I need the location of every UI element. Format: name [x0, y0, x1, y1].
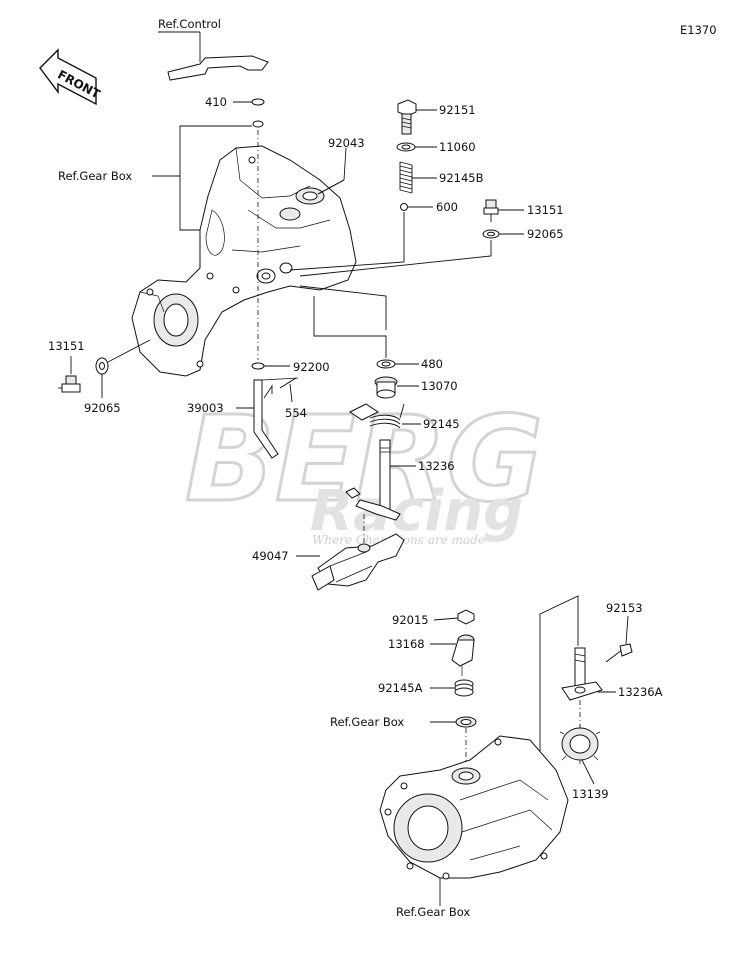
callout-13236A: 13236A	[618, 685, 663, 699]
callout-ref-gear-box-bottom: Ref.Gear Box	[396, 905, 470, 919]
ref-control-part	[158, 31, 269, 81]
gear-box-lower-housing	[379, 735, 569, 880]
front-arrow-icon: FRONT	[39, 48, 103, 106]
callout-92043: 92043	[328, 136, 365, 150]
callout-ref-control: Ref.Control	[158, 17, 221, 31]
callout-ref-gear-box-mid: Ref.Gear Box	[330, 715, 404, 729]
spring-92145	[349, 403, 405, 429]
watermark-sub: Racing	[310, 479, 523, 544]
callout-410: 410	[205, 95, 227, 109]
spring-92145B	[399, 161, 413, 194]
callout-92145A: 92145A	[378, 681, 423, 695]
callout-600: 600	[436, 200, 458, 214]
callout-13070: 13070	[421, 379, 458, 393]
collar-13070	[374, 376, 398, 399]
callout-92145: 92145	[423, 417, 460, 431]
callout-13151-right: 13151	[527, 203, 564, 217]
callout-13168: 13168	[388, 637, 425, 651]
shift-fork-49047	[311, 514, 405, 591]
spring-92145A	[454, 679, 474, 697]
callout-480: 480	[421, 357, 443, 371]
switch-13151-left	[58, 375, 81, 393]
bolt-92153	[605, 643, 633, 663]
callout-92145B: 92145B	[439, 171, 484, 185]
switch-13151-right	[483, 199, 499, 222]
callout-13151-left: 13151	[48, 339, 85, 353]
bolt-92151	[397, 99, 417, 135]
shaft-13236A	[561, 647, 603, 701]
callout-ref-gear-box-top: Ref.Gear Box	[58, 169, 132, 183]
lever-39003	[253, 377, 299, 459]
callout-92065-right: 92065	[527, 227, 564, 241]
callout-11060: 11060	[439, 140, 476, 154]
diagram-code: E1370	[680, 23, 717, 37]
gear-box-upper-housing	[131, 145, 357, 377]
callout-92200: 92200	[293, 360, 330, 374]
callout-92015: 92015	[392, 613, 429, 627]
lever-13168	[451, 634, 475, 676]
gear-13139	[559, 724, 601, 764]
callout-13236: 13236	[418, 459, 455, 473]
callout-39003: 39003	[187, 401, 224, 415]
callout-49047: 49047	[252, 549, 289, 563]
callout-92151: 92151	[439, 103, 476, 117]
callout-92065-left: 92065	[84, 401, 121, 415]
callout-554: 554	[285, 406, 307, 420]
shaft-13236	[345, 439, 401, 521]
callout-92153: 92153	[606, 601, 643, 615]
callout-13139: 13139	[572, 787, 609, 801]
